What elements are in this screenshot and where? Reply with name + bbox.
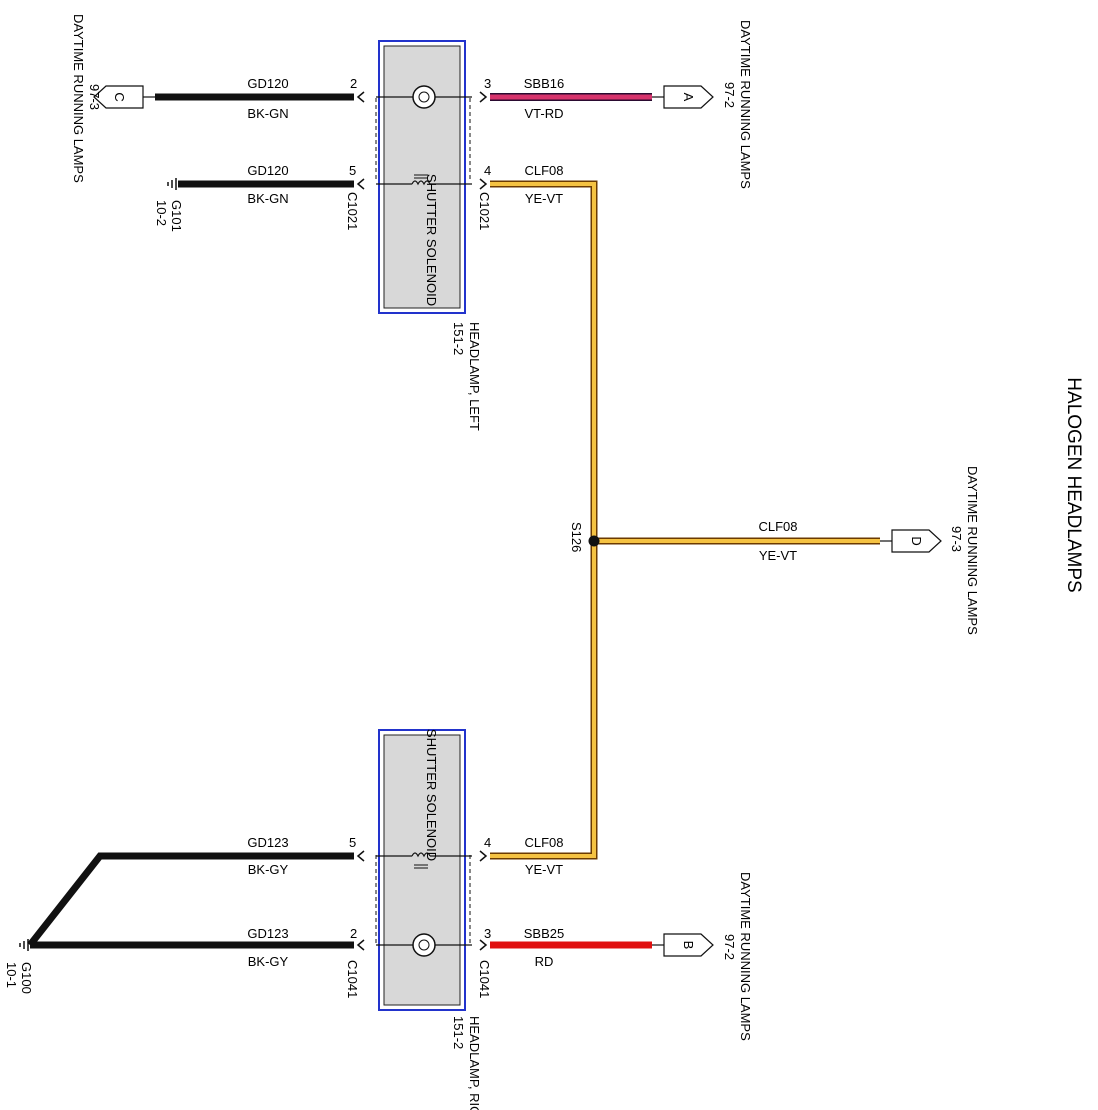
wire-clf08-branch: CLF08 YE-VT [594,519,880,563]
pin-number: 5 [349,163,356,178]
wire-circuit-label: GD120 [247,76,288,91]
wire-clf08-top: CLF08 YE-VT 4 [479,163,598,541]
wire-circuit-label: CLF08 [524,835,563,850]
ref-page: 97-2 [722,82,737,108]
ref-title: DAYTIME RUNNING LAMPS [738,872,753,1041]
wire-gd120-top: GD120 BK-GN 2 [155,76,365,121]
ground-id: G101 [169,200,184,232]
headlamp-right-box [375,729,471,1011]
wire-color-label: BK-GN [247,191,288,206]
component-label: SHUTTER SOLENOID [424,174,439,306]
headlamp-right-name: HEADLAMP, RIGHT [467,1016,482,1110]
pin-number: 4 [484,163,491,178]
wire-color-label: BK-GN [247,106,288,121]
ref-title: DAYTIME RUNNING LAMPS [965,466,980,635]
headlamp-left-name: HEADLAMP, LEFT [467,322,482,431]
ref-tag-d: D [880,529,942,553]
ref-title: DAYTIME RUNNING LAMPS [738,20,753,189]
lamp-bulb-icon [376,933,472,957]
wire-circuit-label: CLF08 [524,163,563,178]
ground-icon [167,178,177,190]
ground-ref: 10-2 [154,200,169,226]
splice-label: S126 [569,522,584,552]
ref-letter: A [681,93,696,102]
connector-label: C1021 [345,192,360,230]
wire-circuit-label: GD123 [247,835,288,850]
connector-label: C1021 [477,192,492,230]
connector-label: C1041 [345,960,360,998]
wire-circuit-label: GD120 [247,163,288,178]
wire-circuit-label: SBB16 [524,76,564,91]
ground-id: G100 [19,962,34,994]
pin-number: 5 [349,835,356,850]
solenoid-coil-icon [376,852,472,869]
wire-color-label: BK-GY [248,954,289,969]
lamp-bulb-icon [376,85,472,109]
ref-tag-b: B [652,933,714,957]
wire-clf08-bottom: CLF08 YE-VT 4 [479,541,598,877]
pin-number: 2 [350,76,357,91]
ref-page: 97-3 [949,526,964,552]
wire-circuit-label: CLF08 [758,519,797,534]
wire-circuit-label: SBB25 [524,926,564,941]
component-label: SHUTTER SOLENOID [424,729,439,861]
pin-number: 3 [484,926,491,941]
headlamp-left-box [375,40,471,314]
splice-point [588,535,600,547]
ref-page: 97-2 [722,934,737,960]
wire-circuit-label: GD123 [247,926,288,941]
ref-letter: C [112,92,127,101]
solenoid-coil-icon [376,174,472,186]
wire-gd123-top: GD123 BK-GY 5 [27,835,365,948]
ground-icon [19,939,29,951]
headlamp-right-ref: 151-2 [451,1016,466,1049]
ref-title: DAYTIME RUNNING LAMPS [71,14,86,183]
wire-sbb16: SBB16 VT-RD 3 [479,76,652,121]
ref-page: 97-3 [87,84,102,110]
wire-color-label: YE-VT [759,548,797,563]
headlamp-left-ref: 151-2 [451,322,466,355]
pin-number: 4 [484,835,491,850]
wire-color-label: YE-VT [525,862,563,877]
connector-label: C1041 [477,960,492,998]
wire-sbb25: SBB25 RD 3 [479,926,652,969]
ref-tag-a: A [652,85,714,109]
ref-letter: B [681,941,696,950]
ref-tag-c: C [93,85,155,109]
pin-number: 2 [350,926,357,941]
wire-color-label: VT-RD [525,106,564,121]
ref-letter: D [909,536,924,545]
wire-gd120-ground: GD120 BK-GN 5 [178,163,365,206]
wire-color-label: RD [535,954,554,969]
wire-gd123-bottom: GD123 BK-GY 2 [30,926,365,969]
pin-number: 3 [484,76,491,91]
diagram-title: HALOGEN HEADLAMPS [1063,377,1084,592]
wire-color-label: YE-VT [525,191,563,206]
wire-color-label: BK-GY [248,862,289,877]
ground-ref: 10-1 [4,962,19,988]
